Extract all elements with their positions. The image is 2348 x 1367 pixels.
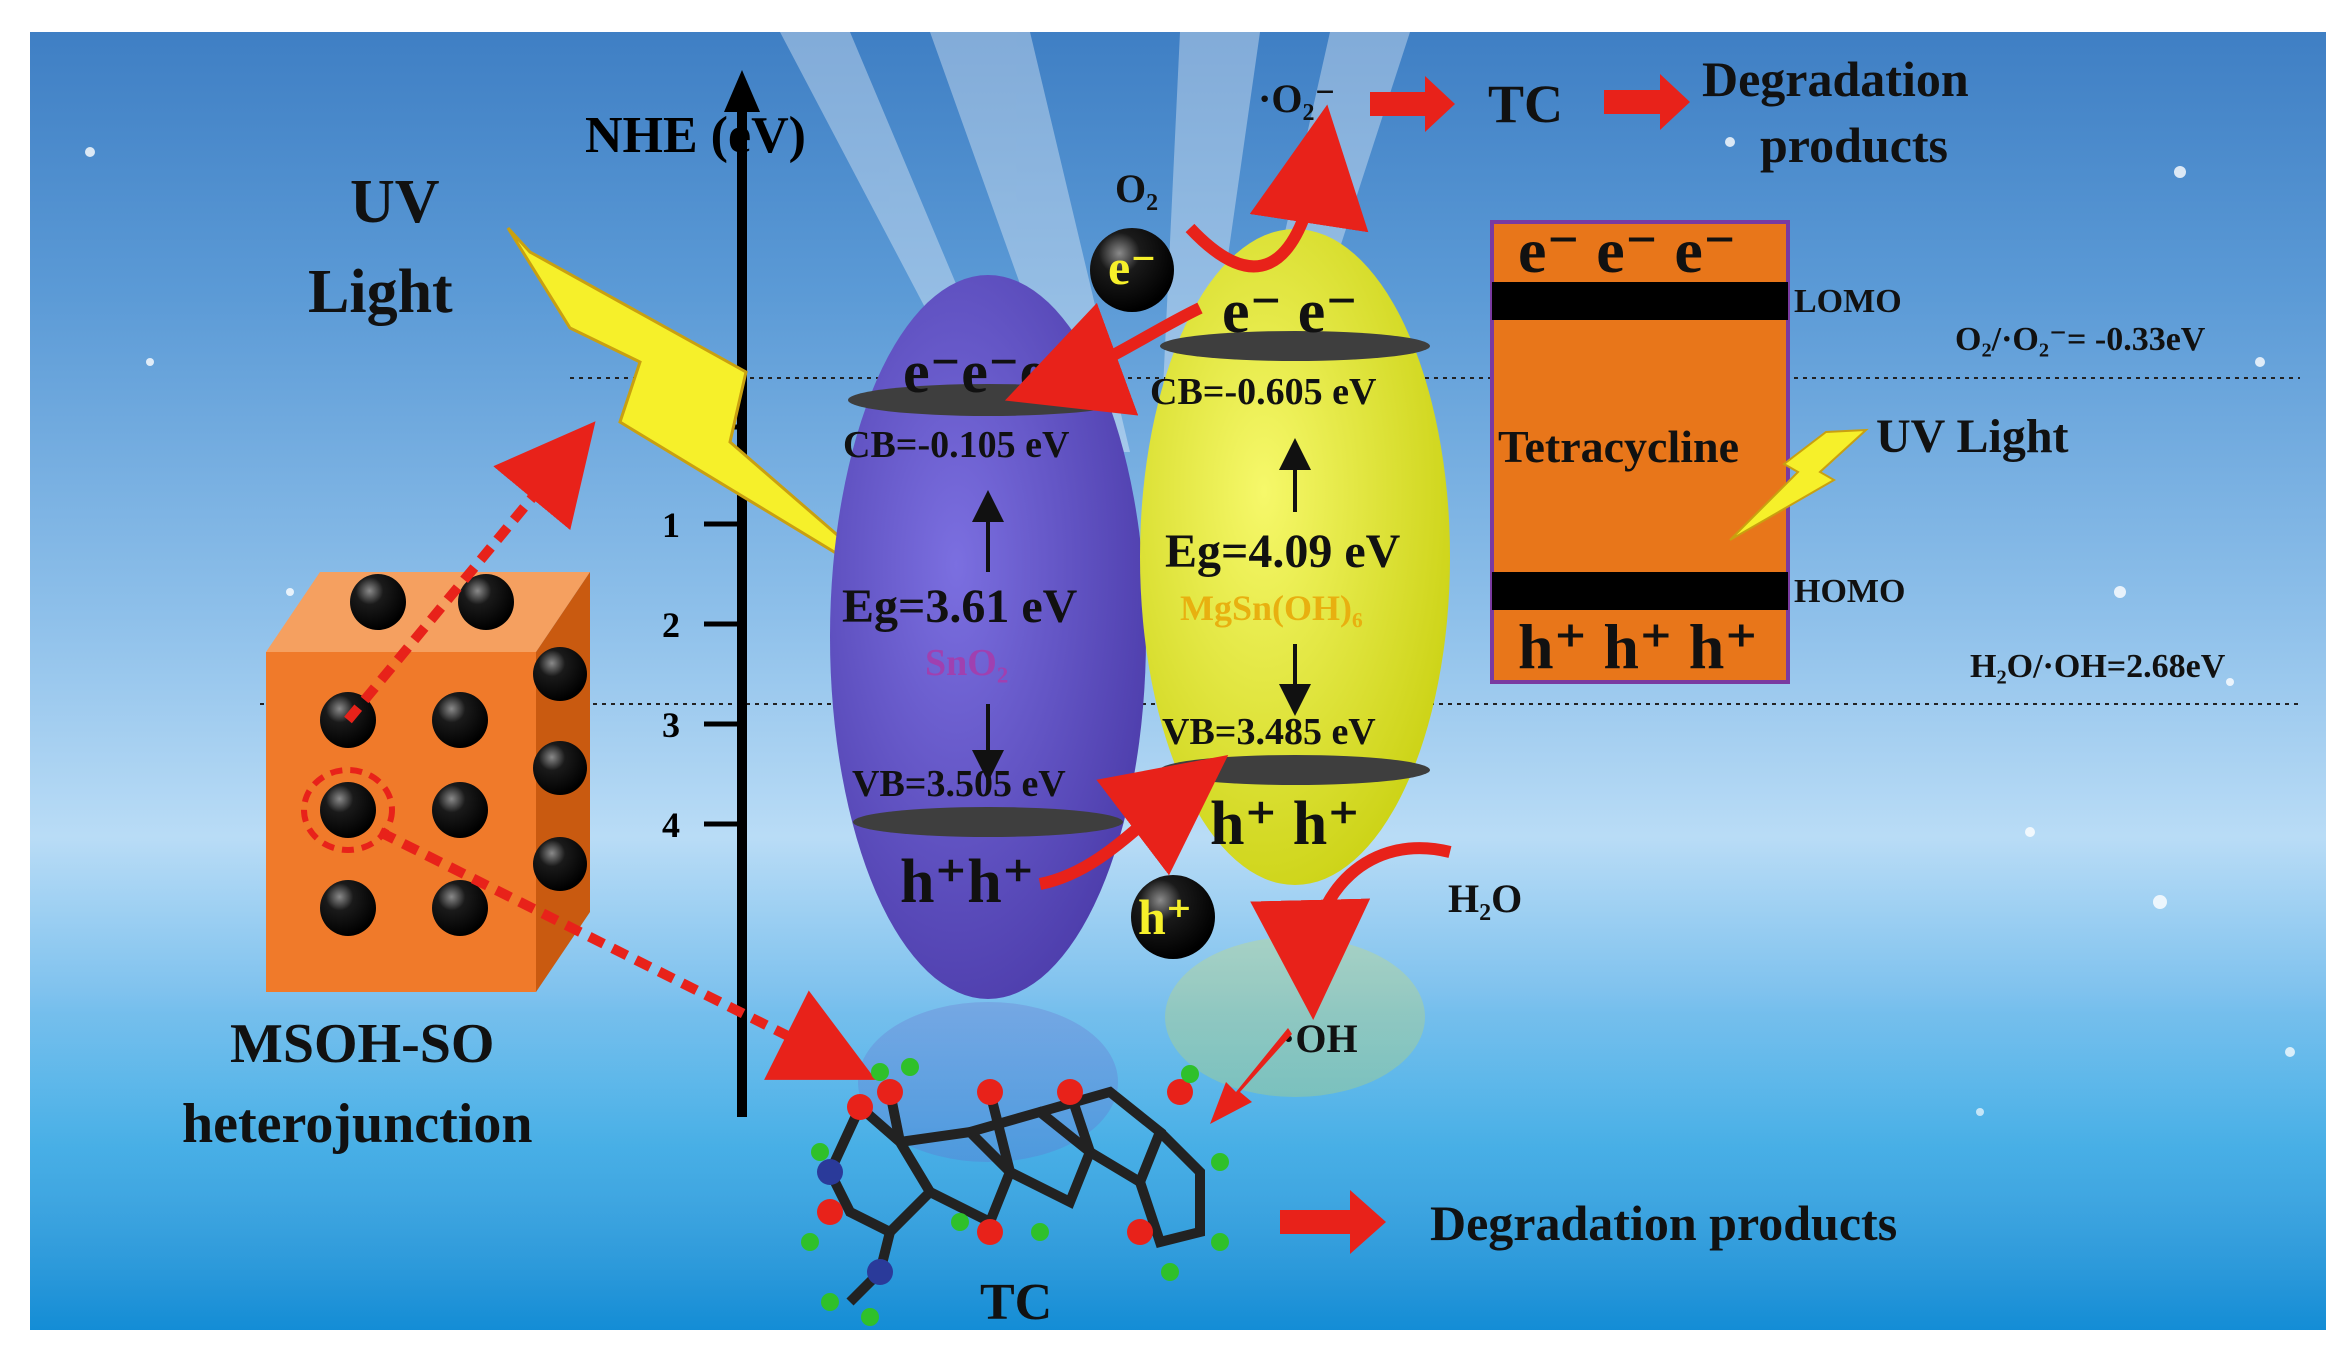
hole-ball-label: h⁺ (1138, 889, 1192, 945)
degradation-top-line2: products (1760, 117, 1948, 173)
mgsn-holes: h⁺ h⁺ (1210, 790, 1360, 858)
dotted-arrow-to-diagram-icon (344, 421, 596, 724)
sno2-vb-label: VB=3.505 eV (852, 763, 1066, 805)
axis-tick-label: 2 (662, 605, 680, 645)
tc-molecule-icon (801, 1058, 1229, 1326)
tc-top-label: TC (1488, 74, 1563, 134)
nanoparticle (432, 880, 488, 936)
sno2-cb-label: CB=-0.105 eV (843, 424, 1070, 466)
homo-band (1492, 572, 1788, 610)
heterojunction-label-line2: heterojunction (182, 1093, 533, 1155)
sea-surface (30, 1012, 2326, 1330)
electron-ball-label: e⁻ (1108, 239, 1157, 295)
diagram-svg: 0 1 2 3 4 NHE (eV) UV Light e⁻e⁻e⁻ CB=-0… (30, 32, 2326, 1330)
nanoparticle (320, 782, 376, 838)
uv-light-label-line2: Light (308, 258, 453, 326)
red-arrow-icon (1370, 76, 1455, 132)
mgsn-cb-label: CB=-0.605 eV (1150, 371, 1377, 413)
superoxide-label: ·O₂⁻ (1258, 76, 1336, 121)
o2-potential-label: O₂/·O₂⁻= -0.33eV (1955, 321, 2206, 358)
uv-lightning-small-icon (1729, 428, 1869, 541)
sno2-vb-band (853, 807, 1123, 837)
sno2-holes: h⁺h⁺ (900, 848, 1034, 916)
electron-transfer-arrow-icon (1004, 302, 1203, 416)
axis-tick-label: 3 (662, 705, 680, 745)
axis-title: NHE (eV) (585, 107, 806, 164)
red-arrow-icon (1210, 1028, 1292, 1124)
tetracycline-name: Tetracycline (1498, 421, 1739, 472)
tetracycline-holes: h⁺ h⁺ h⁺ (1518, 611, 1758, 682)
nanoparticle (533, 647, 587, 701)
nanoparticle (458, 574, 514, 630)
red-arrow-icon (1604, 74, 1690, 130)
nanoparticle (533, 741, 587, 795)
mgsn-eg-label: Eg=4.09 eV (1165, 525, 1401, 578)
mgsn-vb-band (1160, 755, 1430, 785)
diagram-canvas: 0 1 2 3 4 NHE (eV) UV Light e⁻e⁻e⁻ CB=-0… (30, 32, 2326, 1330)
sno2-eg-label: Eg=3.61 eV (842, 580, 1078, 633)
sno2-name: SnO₂ (925, 642, 1008, 684)
uv-light-label-line1: UV (350, 168, 440, 236)
axis-tick-label: 1 (662, 505, 680, 545)
h2o-oxidation-arrow-icon (1250, 842, 1452, 1020)
sno2-electrons: e⁻e⁻e⁻ (903, 339, 1078, 405)
tc-bottom-label: TC (980, 1274, 1052, 1330)
axis-arrowhead-icon (724, 70, 760, 112)
hole-ball (1131, 875, 1215, 959)
nanoparticle (432, 782, 488, 838)
mgsn-particle: e⁻ e⁻ CB=-0.605 eV Eg=4.09 eV MgSn(OH)₆ … (1140, 229, 1450, 1097)
o2-label: O₂ (1115, 166, 1158, 211)
nanoparticle (432, 692, 488, 748)
uv-light-right-label: UV Light (1876, 410, 2069, 463)
tetracycline-electrons: e⁻ e⁻ e⁻ (1518, 215, 1737, 286)
homo-label: HOMO (1794, 573, 1905, 610)
nhe-axis: 0 1 2 3 4 NHE (eV) (585, 70, 806, 1117)
heterojunction-label-line1: MSOH-SO (230, 1013, 494, 1075)
hydroxyl-label: ·OH (1282, 1016, 1358, 1061)
red-arrow-icon (1280, 1190, 1386, 1254)
mgsn-vb-label: VB=3.485 eV (1162, 711, 1376, 753)
electron-ball (1090, 228, 1174, 312)
nanoparticle (350, 574, 406, 630)
oh-potential-label: H₂O/·OH=2.68eV (1970, 648, 2226, 685)
heterojunction-cube (266, 572, 590, 992)
o2-reduction-arrow-icon (1185, 104, 1369, 273)
mgsn-electrons: e⁻ e⁻ (1222, 278, 1358, 346)
degradation-bottom-label: Degradation products (1430, 1195, 1897, 1251)
axis-tick-label: 4 (662, 805, 680, 845)
hole-transfer-arrow-icon (1038, 754, 1229, 890)
mgsn-cb-band (1160, 331, 1430, 361)
nanoparticle (320, 880, 376, 936)
dotted-arrow-to-tc-icon (377, 827, 876, 1080)
nanoparticle (533, 837, 587, 891)
degradation-top-line1: Degradation (1702, 51, 1969, 107)
highlight-circle (301, 767, 395, 853)
mgsn-name: MgSn(OH)₆ (1180, 588, 1363, 628)
h2o-label: H₂O (1448, 876, 1522, 921)
tetracycline-box: e⁻ e⁻ e⁻ LOMO Tetracycline HOMO h⁺ h⁺ h⁺ (1490, 215, 1905, 684)
lomo-label: LOMO (1794, 283, 1902, 320)
lomo-band (1492, 282, 1788, 320)
